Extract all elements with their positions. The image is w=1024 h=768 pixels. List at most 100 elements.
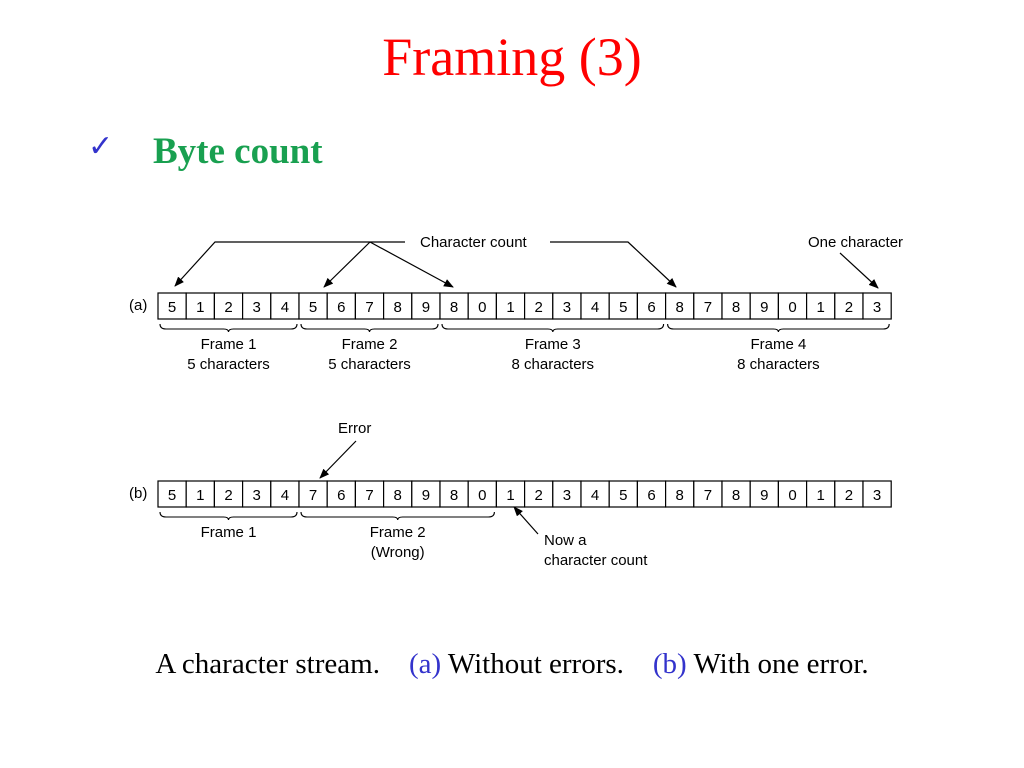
row-a-cell [693, 292, 723, 320]
row-b-cell-value: 2 [224, 487, 232, 504]
row-b-cell [185, 480, 215, 508]
row-b-cell [721, 480, 751, 508]
row-a-cell [157, 292, 187, 320]
character-count-label: Character count [420, 234, 528, 251]
row-a-cell-value: 5 [619, 299, 627, 316]
row-a-frame-sub: 8 characters [512, 356, 595, 373]
row-a-cell-value: 4 [591, 299, 599, 316]
row-b-cell-value: 9 [422, 487, 430, 504]
row-b-cell [242, 480, 272, 508]
row-a-frame-sub: 8 characters [737, 356, 820, 373]
row-a-cell-value: 1 [506, 299, 514, 316]
row-a-frame-brace [159, 323, 298, 333]
row-b-cell-value: 0 [478, 487, 486, 504]
row-b-cell-value: 8 [394, 487, 402, 504]
row-b-frame-brace [300, 511, 495, 521]
row-b-cell-value: 6 [647, 487, 655, 504]
row-b-cell [777, 480, 808, 508]
row-a-cell-value: 4 [281, 299, 289, 316]
row-a-cell-value: 3 [873, 299, 881, 316]
row-a-cell-value: 5 [168, 299, 176, 316]
row-b-cell [580, 480, 610, 508]
row-a-cell-value: 7 [365, 299, 373, 316]
row-a-cell-value: 0 [788, 299, 796, 316]
row-a-cell-value: 2 [224, 299, 232, 316]
now-a-character-count-label: character count [544, 552, 648, 569]
row-a-cell-value: 2 [845, 299, 853, 316]
row-a-cell-value: 5 [309, 299, 317, 316]
row-b-cell [495, 480, 526, 508]
row-b-cell-value: 7 [704, 487, 712, 504]
row-b-cell [636, 480, 667, 508]
row-b-cell [354, 480, 385, 508]
row-a-frame-name: Frame 1 [201, 336, 257, 353]
row-a-frame-brace [300, 323, 439, 333]
row-b-cell-value: 2 [845, 487, 853, 504]
row-a-cell [495, 292, 526, 320]
caption-intro: A character stream. [155, 648, 380, 680]
caption-b-text: With one error. [693, 648, 869, 680]
character-count-arrow-2 [323, 241, 371, 288]
row-a-cell [749, 292, 780, 320]
row-b-frame-sub: (Wrong) [371, 544, 425, 561]
row-a-cell-value: 3 [253, 299, 261, 316]
caption-b-tag: (b) [652, 648, 687, 680]
row-a-cell-value: 0 [478, 299, 486, 316]
character-count-line [174, 241, 405, 287]
row-a-cell-value: 8 [732, 299, 740, 316]
row-b-cell-value: 1 [506, 487, 514, 504]
now-a-count-arrow [513, 506, 539, 535]
row-b-cell-value: 4 [591, 487, 599, 504]
row-b-cell-value: 5 [168, 487, 176, 504]
row-b-cell-value: 6 [337, 487, 345, 504]
row-b-frame-name: Frame 1 [201, 524, 257, 541]
slide-title: Framing (3) [382, 27, 642, 87]
row-a-frame-sub: 5 characters [187, 356, 270, 373]
row-b-cell-value: 8 [450, 487, 458, 504]
row-b-cell [749, 480, 780, 508]
row-a-cell [805, 292, 836, 320]
error-label: Error [338, 420, 371, 437]
error-arrow [319, 440, 357, 479]
row-a-cell [580, 292, 610, 320]
caption-a-tag: (a) [408, 648, 442, 680]
row-a-cell [777, 292, 808, 320]
row-a-cell [467, 292, 498, 320]
checkmark-icon: ✓ [88, 129, 114, 164]
row-a-frame-name: Frame 3 [525, 336, 581, 353]
row-b-cell [862, 480, 892, 508]
row-a-frame-brace [667, 323, 890, 333]
row-b-cell-value: 7 [309, 487, 317, 504]
row-b-cell-value: 8 [732, 487, 740, 504]
row-b-cell [608, 480, 639, 508]
row-a-cell-value: 8 [394, 299, 402, 316]
row-a-cell-value: 7 [704, 299, 712, 316]
row-a-cell [439, 292, 469, 320]
row-a-cell-value: 9 [422, 299, 430, 316]
row-b-cell-value: 3 [563, 487, 571, 504]
row-b-frame-brace [159, 511, 298, 521]
row-b-cell [411, 480, 441, 508]
row-a-cell-value: 6 [337, 299, 345, 316]
row-a-cell-value: 1 [196, 299, 204, 316]
row-b-cell-value: 7 [365, 487, 373, 504]
one-character-label: One character [808, 234, 903, 251]
row-b-cell [213, 480, 244, 508]
row-b-cell [298, 480, 328, 508]
row-a-cell [636, 292, 667, 320]
row-a-frame-brace [441, 323, 665, 333]
row-a-frame-name: Frame 2 [342, 336, 398, 353]
row-a-cell-value: 2 [535, 299, 543, 316]
row-b-cell [552, 480, 582, 508]
row-b-cell-value: 3 [873, 487, 881, 504]
row-a-cell [185, 292, 215, 320]
row-a-cell [608, 292, 639, 320]
row-b-cell-value: 1 [196, 487, 204, 504]
row-b-cell [383, 480, 413, 508]
row-b-frame-name: Frame 2 [370, 524, 426, 541]
bullet-text: Byte count [153, 131, 323, 172]
row-b-cell-value: 9 [760, 487, 768, 504]
